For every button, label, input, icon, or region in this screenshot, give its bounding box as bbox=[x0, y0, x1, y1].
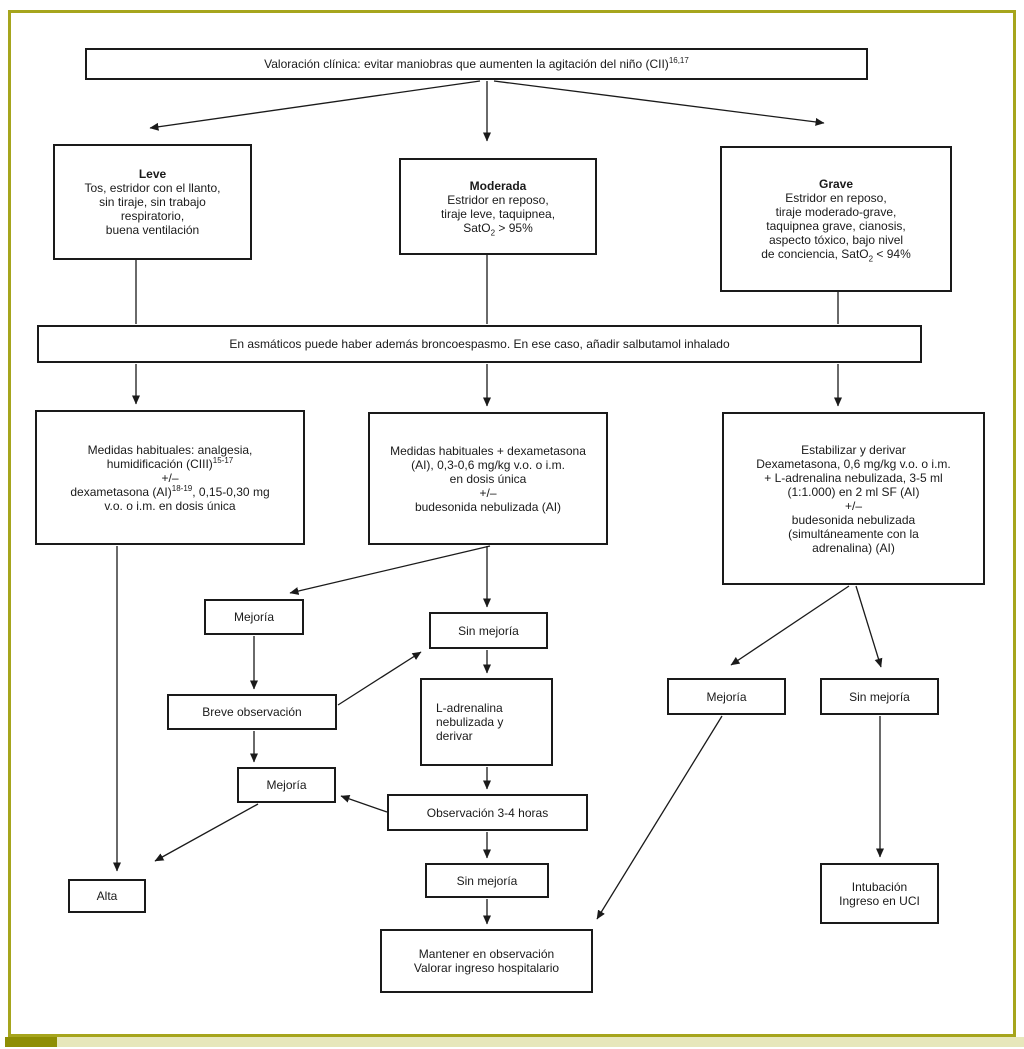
node-grave: Grave Estridor en reposo, tiraje moderad… bbox=[720, 146, 952, 292]
node-text: En asmáticos puede haber además broncoes… bbox=[229, 337, 730, 351]
node-sin-mejoria-1: Sin mejoría bbox=[429, 612, 548, 649]
node-title: Moderada bbox=[469, 178, 527, 193]
node-tratamiento-moderada: Medidas habituales + dexametasona (AI), … bbox=[368, 412, 608, 545]
node-tratamiento-leve: Medidas habituales: analgesia, humidific… bbox=[35, 410, 305, 545]
node-line: Medidas habituales + dexametasona bbox=[390, 443, 586, 458]
node-line: L-adrenalina bbox=[436, 701, 503, 715]
node-line: respiratorio, bbox=[120, 209, 185, 223]
node-asmaticos-nota: En asmáticos puede haber además broncoes… bbox=[37, 325, 922, 363]
node-line: Intubación bbox=[851, 879, 908, 894]
node-text: Mejoría bbox=[706, 689, 747, 704]
node-text: Sin mejoría bbox=[849, 689, 910, 704]
node-tratamiento-grave: Estabilizar y derivar Dexametasona, 0,6 … bbox=[722, 412, 985, 585]
node-mejoria-2: Mejoría bbox=[237, 767, 336, 803]
node-mejoria-1: Mejoría bbox=[204, 599, 304, 635]
node-moderada: Moderada Estridor en reposo, tiraje leve… bbox=[399, 158, 597, 255]
node-mantener-observacion: Mantener en observación Valorar ingreso … bbox=[380, 929, 593, 993]
node-line: SatO2 > 95% bbox=[463, 220, 533, 237]
sat-subscript: 2 bbox=[490, 227, 496, 237]
node-breve-observacion: Breve observación bbox=[167, 694, 337, 730]
node-line: v.o. o i.m. en dosis única bbox=[104, 498, 236, 513]
node-line: tiraje leve, taquipnea, bbox=[440, 206, 556, 221]
footer-bar-pale bbox=[57, 1037, 1024, 1047]
node-line: Valorar ingreso hospitalario bbox=[413, 961, 560, 975]
node-line: buena ventilación bbox=[105, 223, 200, 237]
node-line: Tos, estridor con el llanto, bbox=[84, 181, 221, 195]
node-line: Ingreso en UCI bbox=[839, 893, 920, 908]
node-sin-mejoria-3: Sin mejoría bbox=[820, 678, 939, 715]
node-mejoria-3: Mejoría bbox=[667, 678, 786, 715]
node-line: Medidas habituales: analgesia, bbox=[87, 442, 253, 457]
node-line: Dexametasona, 0,6 mg/kg v.o. o i.m. bbox=[756, 456, 951, 471]
node-line: dexametasona (AI)18-19, 0,15-0,30 mg bbox=[70, 483, 270, 499]
node-line: Estridor en reposo, bbox=[785, 191, 887, 205]
footer-bar-dark bbox=[5, 1037, 57, 1047]
node-line: + L-adrenalina nebulizada, 3-5 ml bbox=[764, 470, 943, 485]
sat-subscript: 2 bbox=[868, 254, 874, 264]
node-text: Sin mejoría bbox=[456, 873, 518, 888]
node-line: (AI), 0,3-0,6 mg/kg v.o. o i.m. bbox=[411, 457, 565, 472]
node-valoracion-clinica: Valoración clínica: evitar maniobras que… bbox=[85, 48, 868, 80]
node-text: Valoración clínica: evitar maniobras que… bbox=[264, 56, 689, 72]
node-line: +/– bbox=[161, 470, 179, 485]
node-alta: Alta bbox=[68, 879, 146, 913]
node-line: aspecto tóxico, bajo nivel bbox=[768, 233, 904, 247]
node-line: Mantener en observación bbox=[418, 947, 555, 961]
node-line: budesonida nebulizada (AI) bbox=[414, 499, 562, 514]
node-line: en dosis única bbox=[449, 471, 527, 486]
node-line: budesonida nebulizada bbox=[791, 512, 916, 527]
node-line: sin tiraje, sin trabajo bbox=[99, 195, 206, 209]
node-text: Observación 3-4 horas bbox=[426, 805, 549, 820]
node-leve: Leve Tos, estridor con el llanto, sin ti… bbox=[53, 144, 252, 260]
node-line: derivar bbox=[436, 729, 473, 743]
node-sin-mejoria-2: Sin mejoría bbox=[425, 863, 549, 898]
figure-frame bbox=[8, 10, 1016, 1037]
node-line: (simultáneamente con la bbox=[788, 526, 919, 541]
node-text: Alta bbox=[96, 889, 118, 903]
node-line: humidificación (CIII)15-17 bbox=[106, 455, 234, 471]
reference-superscript: 18-19 bbox=[171, 483, 193, 493]
node-line: nebulizada y bbox=[436, 715, 504, 729]
node-line: Estabilizar y derivar bbox=[801, 442, 906, 457]
node-line: tiraje moderado-grave, bbox=[775, 205, 897, 219]
node-line: taquipnea grave, cianosis, bbox=[766, 219, 906, 233]
node-text: Sin mejoría bbox=[458, 623, 519, 638]
node-text: Mejoría bbox=[233, 610, 274, 624]
node-intubacion-uci: Intubación Ingreso en UCI bbox=[820, 863, 939, 924]
node-observacion-3-4-horas: Observación 3-4 horas bbox=[387, 794, 588, 831]
node-line: de conciencia, SatO2 < 94% bbox=[761, 247, 911, 264]
node-line: +/– bbox=[479, 485, 497, 500]
node-line: Estridor en reposo, bbox=[447, 192, 549, 207]
node-line: (1:1.000) en 2 ml SF (AI) bbox=[787, 484, 920, 499]
node-text: Mejoría bbox=[266, 778, 307, 792]
reference-superscript: 15-17 bbox=[212, 455, 234, 465]
node-l-adrenalina-derivar: L-adrenalina nebulizada y derivar bbox=[420, 678, 553, 766]
node-line: +/– bbox=[844, 498, 862, 513]
reference-superscript: 16,17 bbox=[668, 56, 689, 65]
node-text: Breve observación bbox=[202, 705, 302, 719]
node-line: adrenalina) (AI) bbox=[812, 540, 895, 555]
node-title: Leve bbox=[138, 167, 167, 181]
node-title: Grave bbox=[818, 177, 854, 191]
